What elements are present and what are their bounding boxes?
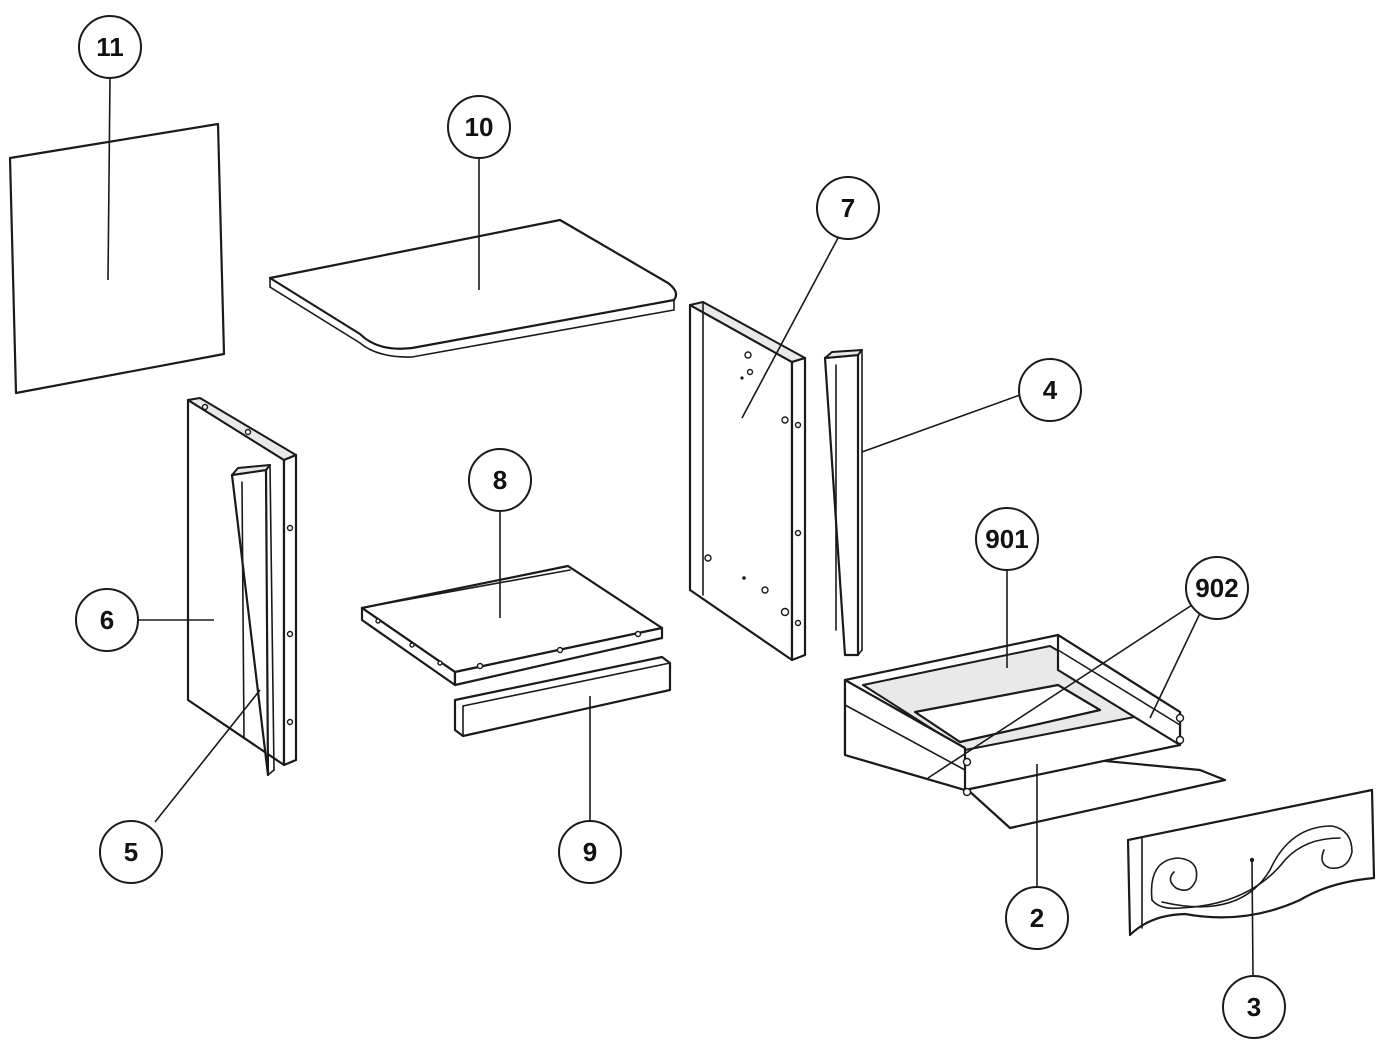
callout-9-label: 9 bbox=[583, 837, 597, 867]
callout-2: 2 bbox=[1005, 886, 1069, 950]
callout-5-label: 5 bbox=[124, 837, 138, 867]
callout-11: 11 bbox=[78, 15, 142, 79]
part-9-front-rail bbox=[453, 655, 672, 738]
callout-4-label: 4 bbox=[1043, 375, 1058, 405]
callout-2-label: 2 bbox=[1030, 903, 1044, 933]
callout-11-label: 11 bbox=[96, 32, 124, 62]
callout-6-label: 6 bbox=[100, 605, 114, 635]
callout-902: 902 bbox=[1185, 556, 1249, 620]
part-4-right-front-leg bbox=[823, 349, 863, 657]
callout-5: 5 bbox=[99, 820, 163, 884]
leader-lines bbox=[107, 77, 1254, 976]
callout-7-label: 7 bbox=[841, 193, 855, 223]
callout-902-label: 902 bbox=[1195, 573, 1238, 603]
part-3-drawer-front bbox=[1126, 788, 1376, 937]
callout-7: 7 bbox=[816, 176, 880, 240]
callout-8-label: 8 bbox=[493, 465, 507, 495]
callout-6: 6 bbox=[75, 588, 139, 652]
part-11-back-panel bbox=[8, 122, 226, 395]
callout-4: 4 bbox=[1018, 358, 1082, 422]
part-7-right-side-panel bbox=[688, 301, 807, 662]
callout-901: 901 bbox=[975, 507, 1039, 571]
part-5-left-front-leg bbox=[230, 464, 275, 777]
callout-10-label: 10 bbox=[465, 112, 494, 142]
callout-3: 3 bbox=[1222, 975, 1286, 1039]
callout-3-label: 3 bbox=[1247, 992, 1261, 1022]
part-10-top-board bbox=[268, 218, 678, 358]
callout-901-label: 901 bbox=[985, 524, 1028, 554]
callout-10: 10 bbox=[447, 95, 511, 159]
callout-9: 9 bbox=[558, 820, 622, 884]
callout-8: 8 bbox=[468, 448, 532, 512]
drawer-box bbox=[843, 633, 1227, 830]
